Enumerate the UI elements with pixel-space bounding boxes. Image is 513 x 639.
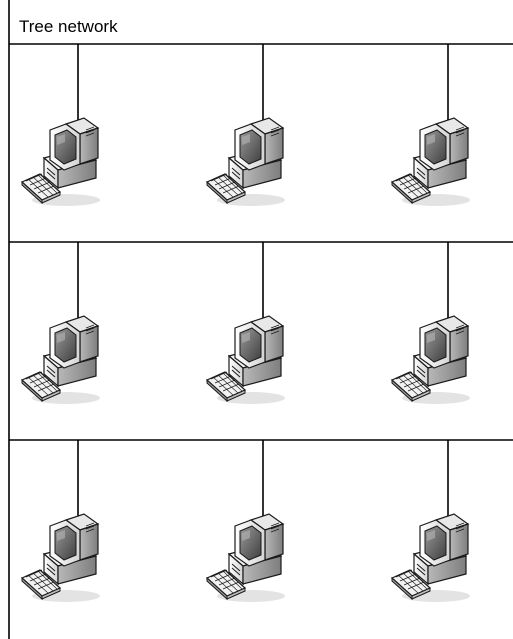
desktop-computer-icon [206,117,286,207]
desktop-computer-icon [391,315,471,405]
diagram-title: Tree network [19,17,118,36]
desktop-computer-icon [206,513,286,603]
desktop-computer-icon [391,117,471,207]
desktop-computer-icon [21,315,101,405]
desktop-computer-icon [206,315,286,405]
desktop-computer-icon [21,513,101,603]
desktop-computer-icon [391,513,471,603]
desktop-computer-icon [21,117,101,207]
